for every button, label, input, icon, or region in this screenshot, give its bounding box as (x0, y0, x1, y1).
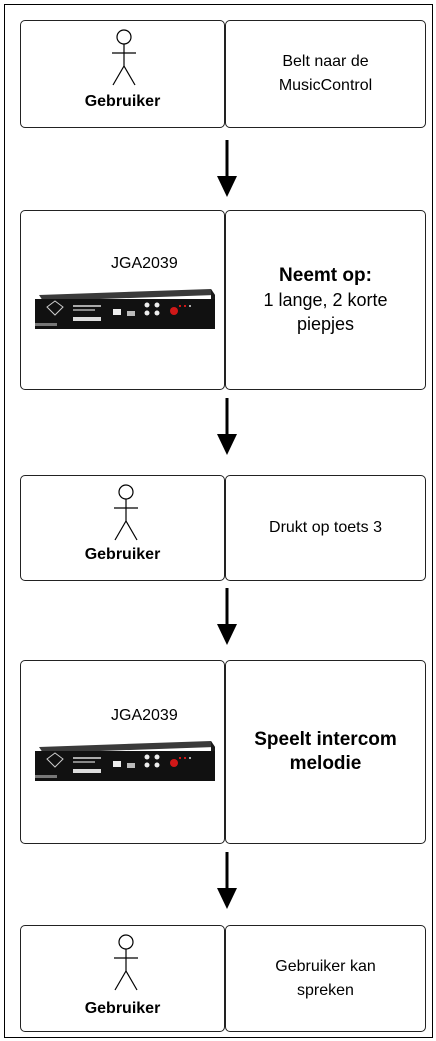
action-text-line: MusicControl (278, 77, 373, 94)
action-box-5: Gebruiker kan spreken (225, 925, 426, 1032)
actor-label: Gebruiker (84, 93, 161, 110)
down-arrow-icon (217, 852, 237, 909)
device-model-label: JGA2039 (111, 707, 178, 724)
action-text-line: Drukt op toets 3 (269, 519, 382, 536)
actor-label: Gebruiker (84, 546, 161, 563)
action-box-2: Neemt op: 1 lange, 2 korte piepjes (225, 210, 426, 390)
device-box-1: JGA2039 (20, 210, 225, 390)
stick-figure-icon (114, 934, 138, 991)
action-title: Neemt op: (279, 265, 372, 286)
device-model-label: JGA2039 (111, 255, 178, 272)
stick-figure-icon (114, 484, 138, 541)
actor-box-1: Gebruiker (20, 20, 225, 128)
action-box-4: Speelt intercom melodie (225, 660, 426, 844)
musiccontrol-device-icon (35, 289, 215, 329)
down-arrow-icon (217, 398, 237, 455)
action-text-line: Gebruiker kan (275, 957, 376, 975)
action-box-3: Drukt op toets 3 (225, 475, 426, 581)
action-title: Speelt intercom (254, 729, 397, 750)
action-box-1: Belt naar de MusicControl (225, 20, 426, 128)
actor-box-3: Gebruiker (20, 925, 225, 1032)
action-text-line: piepjes (296, 314, 355, 334)
action-text-line: 1 lange, 2 korte (263, 290, 388, 310)
action-text-line: spreken (297, 981, 354, 999)
device-box-2: JGA2039 (20, 660, 225, 844)
down-arrow-icon (217, 588, 237, 645)
stick-figure-icon (112, 29, 136, 86)
actor-box-2: Gebruiker (20, 475, 225, 581)
action-text-line: Belt naar de (282, 53, 369, 70)
actor-label: Gebruiker (84, 1000, 161, 1017)
action-text-line: melodie (289, 753, 362, 774)
musiccontrol-device-icon (35, 741, 215, 781)
down-arrow-icon (217, 140, 237, 197)
diagram-frame (4, 4, 433, 1038)
